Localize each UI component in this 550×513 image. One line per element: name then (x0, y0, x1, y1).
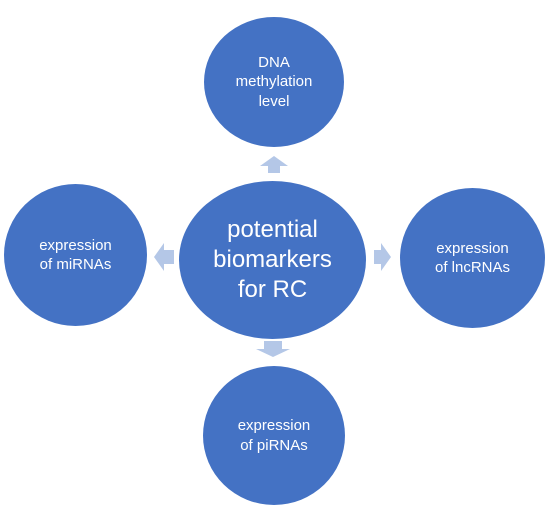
center-node-label: potential biomarkers for RC (213, 216, 332, 303)
left-node: expression of miRNAs (4, 184, 147, 326)
top-node: DNA methylation level (204, 17, 344, 147)
top-node-label: DNA methylation level (235, 53, 313, 110)
center-node: potential biomarkers for RC (179, 181, 366, 339)
bottom-node-label: expression of piRNAs (237, 417, 311, 454)
down-arrow (256, 341, 290, 357)
right-node-label: expression of lncRNAs (434, 239, 511, 277)
left-node-label: expression of miRNAs (39, 236, 112, 274)
right-node: expression of lncRNAs (400, 188, 545, 328)
up-arrow (260, 156, 288, 173)
left-arrow (154, 243, 174, 271)
right-arrow (374, 243, 391, 271)
bottom-node: expression of piRNAs (203, 366, 345, 505)
